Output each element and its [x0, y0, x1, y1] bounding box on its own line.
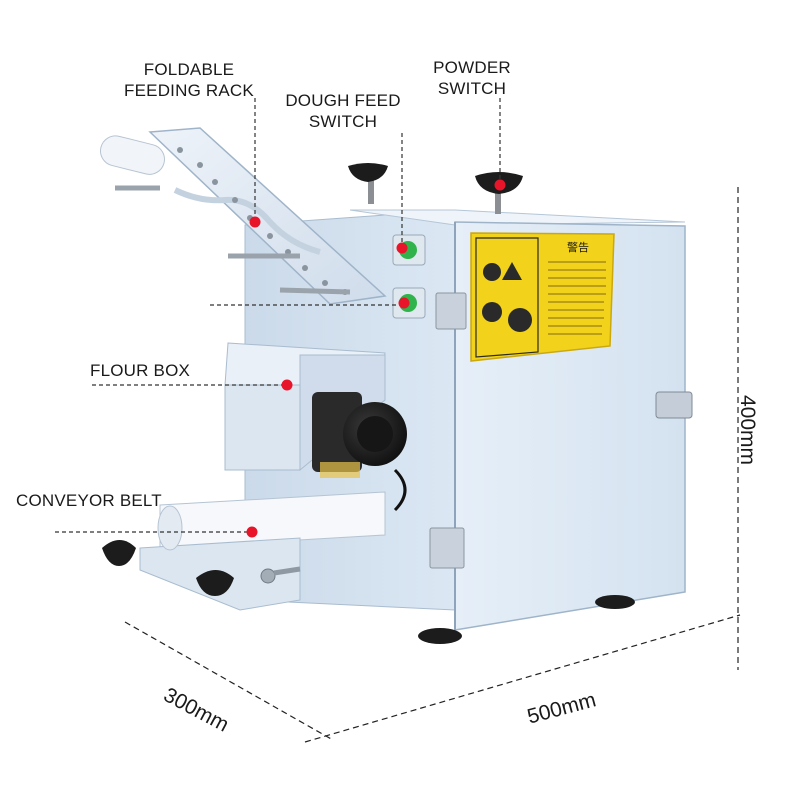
conveyor	[102, 491, 386, 611]
callout-flour-box: FLOUR BOX	[90, 360, 190, 381]
callout-powder-switch: POWDER SWITCH	[424, 57, 520, 99]
width-line	[304, 614, 741, 743]
marker-conveyor	[246, 526, 258, 538]
warning-title: 警告	[567, 240, 589, 254]
feeding-rack	[100, 127, 387, 305]
callout-dough-feed-line1: DOUGH FEED	[285, 91, 401, 110]
motor	[312, 392, 407, 512]
callout-conveyor-label: CONVEYOR BELT	[16, 491, 162, 510]
hinge-bottom	[429, 527, 465, 569]
dough-feed-switch[interactable]	[392, 234, 426, 266]
callout-dough-feed-line2: SWITCH	[308, 112, 378, 131]
callout-conveyor-belt: CONVEYOR BELT	[16, 490, 162, 511]
dimension-lines	[124, 187, 741, 743]
foot-front-right	[595, 595, 635, 609]
hinge-top	[435, 292, 467, 330]
marker-powder-button	[398, 297, 410, 309]
door-latch	[655, 391, 693, 419]
marker-powder-switch	[494, 179, 506, 191]
callout-foldable-rack: FOLDABLE FEEDING RACK	[118, 59, 260, 101]
callout-leaders	[55, 98, 501, 533]
callout-dough-feed-switch: DOUGH FEED SWITCH	[280, 90, 406, 132]
powder-knob[interactable]	[475, 172, 523, 214]
foot-front-left	[418, 628, 462, 644]
warning-label: 警告	[470, 232, 615, 362]
callout-powder-line1: POWDER	[433, 58, 511, 77]
callout-foldable-rack-line1: FOLDABLE	[143, 60, 235, 79]
rack-knob	[348, 163, 388, 204]
callout-flour-box-label: FLOUR BOX	[90, 361, 191, 380]
markers	[246, 179, 506, 538]
marker-dough-feed-switch	[396, 242, 408, 254]
marker-foldable-rack	[249, 216, 261, 228]
machine: 警告	[100, 127, 693, 644]
callout-powder-line2: SWITCH	[437, 79, 507, 98]
marker-flour-box	[281, 379, 293, 391]
top-plate	[349, 209, 686, 226]
dimension-height-label: 400mm	[736, 394, 760, 466]
callout-foldable-rack-line2: FEEDING RACK	[124, 81, 254, 100]
